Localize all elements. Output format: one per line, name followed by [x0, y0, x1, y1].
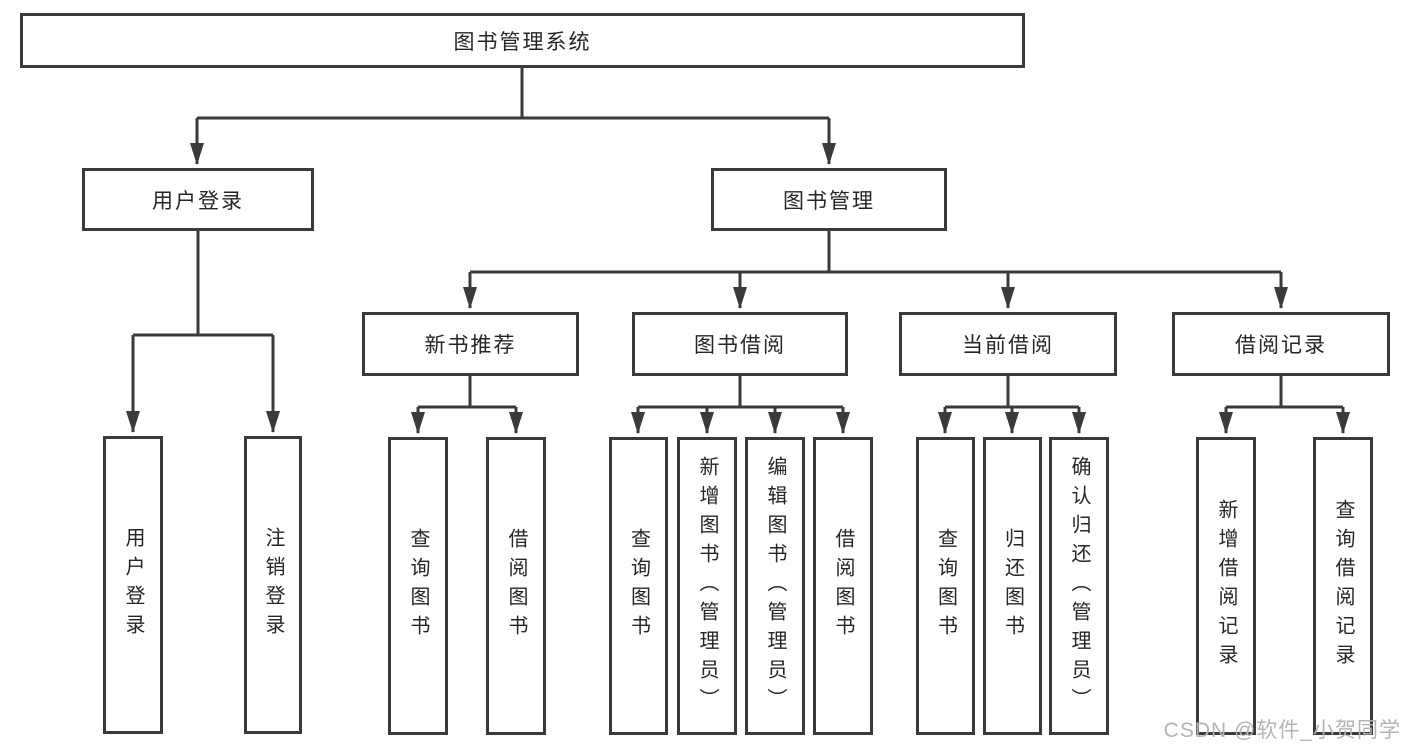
node-leaf-edit-book-admin: 编辑图书（管理员）: [745, 437, 805, 735]
csdn-watermark: CSDN @软件_小贺同学: [1163, 719, 1401, 742]
node-book-management: 图书管理: [711, 168, 947, 231]
node-leaf-add-book-admin: 新增图书（管理员）: [677, 437, 737, 735]
node-leaf-query-book-1: 查询图书: [388, 437, 448, 735]
node-borrow-record: 借阅记录: [1172, 312, 1390, 376]
node-leaf-query-book-2: 查询图书: [609, 437, 668, 735]
node-leaf-user-login: 用户登录: [103, 436, 163, 734]
node-leaf-add-borrow-record: 新增借阅记录: [1196, 437, 1256, 735]
node-leaf-query-book-3: 查询图书: [916, 437, 975, 735]
node-leaf-borrow-book-1: 借阅图书: [486, 437, 546, 735]
node-root-system: 图书管理系统: [20, 13, 1025, 68]
node-leaf-logout: 注销登录: [244, 436, 302, 734]
node-leaf-borrow-book-2: 借阅图书: [813, 437, 873, 735]
node-book-borrow: 图书借阅: [632, 312, 848, 376]
node-user-login: 用户登录: [82, 168, 314, 231]
node-leaf-return-book: 归还图书: [983, 437, 1042, 735]
node-current-borrow: 当前借阅: [899, 312, 1117, 376]
node-leaf-query-borrow-record: 查询借阅记录: [1313, 437, 1373, 735]
node-leaf-confirm-return-admin: 确认归还（管理员）: [1049, 437, 1109, 735]
node-new-book-recommend: 新书推荐: [362, 312, 579, 376]
